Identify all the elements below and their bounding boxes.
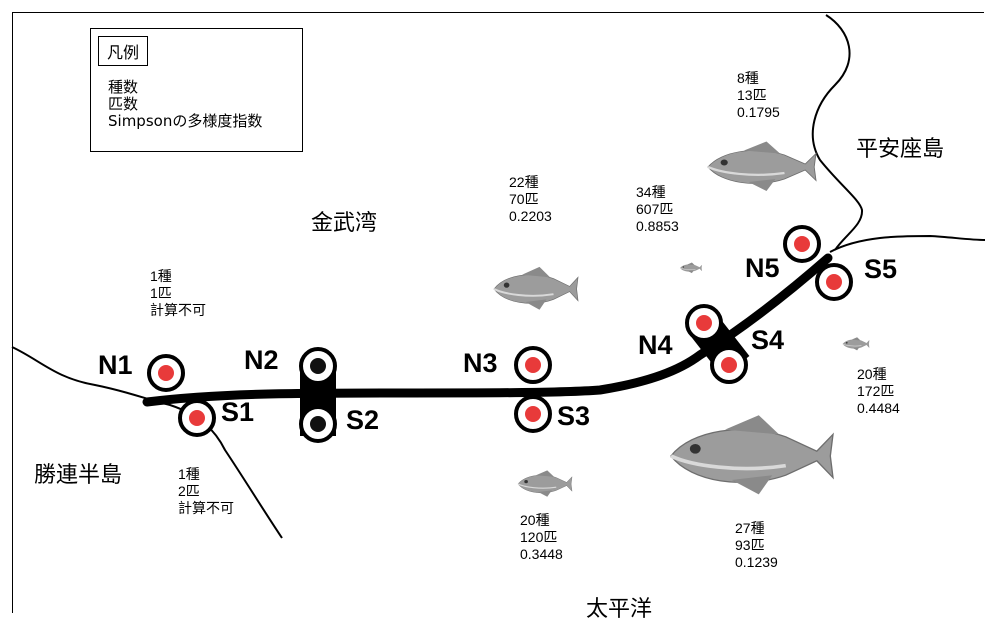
stat-n5-count: 13匹 bbox=[737, 87, 767, 103]
fish-illustration-s5 bbox=[842, 336, 870, 351]
stat-n1-count: 1匹 bbox=[150, 285, 172, 301]
fish-illustration-n4 bbox=[679, 262, 703, 274]
stat-s5: 20種 172匹 0.4484 bbox=[857, 366, 900, 417]
stat-n4-species: 34種 bbox=[636, 184, 666, 200]
station-label-s4: S4 bbox=[751, 325, 785, 355]
stat-n3-species: 22種 bbox=[509, 174, 539, 190]
stat-s3: 20種 120匹 0.3448 bbox=[520, 512, 563, 563]
stat-n3-count: 70匹 bbox=[509, 191, 539, 207]
station-marker-s2 bbox=[299, 405, 337, 443]
stat-n1: 1種 1匹 計算不可 bbox=[150, 268, 206, 319]
map-frame bbox=[12, 12, 984, 613]
station-marker-s4 bbox=[710, 346, 748, 384]
stat-n4-count: 607匹 bbox=[636, 201, 674, 217]
place-pacific: 太平洋 bbox=[586, 597, 653, 622]
stat-s4: 27種 93匹 0.1239 bbox=[735, 520, 778, 571]
legend-lines: 種数 匹数 Simpsonの多様度指数 bbox=[108, 79, 262, 130]
stat-n1-species: 1種 bbox=[150, 268, 172, 284]
stat-s5-index: 0.4484 bbox=[857, 400, 900, 416]
stat-n4-index: 0.8853 bbox=[636, 218, 679, 234]
stat-n1-index: 計算不可 bbox=[150, 302, 206, 318]
causeway-road bbox=[142, 253, 833, 407]
station-marker-n3 bbox=[514, 346, 552, 384]
heianza-coastline-east bbox=[829, 234, 985, 253]
stat-n5-species: 8種 bbox=[737, 70, 759, 86]
fish-illustration-s4 bbox=[671, 415, 833, 494]
station-marker-s3 bbox=[514, 395, 552, 433]
station-label-s3: S3 bbox=[557, 401, 591, 431]
station-label-s2: S2 bbox=[346, 405, 380, 435]
station-label-n5: N5 bbox=[745, 253, 780, 283]
legend-title: 凡例 bbox=[98, 36, 149, 66]
stat-n3-index: 0.2203 bbox=[509, 208, 552, 224]
stat-s1-index: 計算不可 bbox=[178, 500, 234, 516]
stat-s3-count: 120匹 bbox=[520, 529, 558, 545]
legend: 凡例 種数 匹数 Simpsonの多様度指数 bbox=[90, 28, 303, 152]
heianza-coastline bbox=[811, 14, 864, 251]
stat-n4: 34種 607匹 0.8853 bbox=[636, 184, 679, 235]
legend-line-species: 種数 bbox=[108, 78, 139, 96]
place-katsuren: 勝連半島 bbox=[34, 463, 123, 488]
station-marker-s1 bbox=[178, 399, 216, 437]
station-label-n4: N4 bbox=[638, 330, 673, 360]
stat-s1-count: 2匹 bbox=[178, 483, 200, 499]
stat-s5-count: 172匹 bbox=[857, 383, 895, 399]
stat-s3-index: 0.3448 bbox=[520, 546, 563, 562]
fish-illustration-n3 bbox=[492, 265, 580, 311]
station-marker-n1 bbox=[147, 354, 185, 392]
stat-n3: 22種 70匹 0.2203 bbox=[509, 174, 552, 225]
station-label-n3: N3 bbox=[463, 348, 498, 378]
stat-s1: 1種 2匹 計算不可 bbox=[178, 466, 234, 517]
place-kin-bay: 金武湾 bbox=[311, 211, 378, 236]
station-label-n1: N1 bbox=[98, 350, 133, 380]
stat-n5-index: 0.1795 bbox=[737, 104, 780, 120]
station-marker-n5 bbox=[783, 225, 821, 263]
stat-s3-species: 20種 bbox=[520, 512, 550, 528]
station-label-n2: N2 bbox=[244, 345, 279, 375]
station-marker-n2 bbox=[299, 347, 337, 385]
stat-s4-count: 93匹 bbox=[735, 537, 765, 553]
katsuren-coastline bbox=[11, 346, 283, 539]
legend-line-index: Simpsonの多様度指数 bbox=[108, 112, 263, 130]
station-marker-s5 bbox=[815, 263, 853, 301]
stat-s1-species: 1種 bbox=[178, 466, 200, 482]
station-label-s5: S5 bbox=[864, 254, 898, 284]
stat-s5-species: 20種 bbox=[857, 366, 887, 382]
station-marker-n4 bbox=[685, 304, 723, 342]
stat-s4-index: 0.1239 bbox=[735, 554, 778, 570]
station-label-s1: S1 bbox=[221, 397, 255, 427]
stat-s4-species: 27種 bbox=[735, 520, 765, 536]
legend-line-count: 匹数 bbox=[108, 95, 139, 113]
stat-n5: 8種 13匹 0.1795 bbox=[737, 70, 780, 121]
fish-illustration-n5 bbox=[706, 140, 818, 193]
fish-illustration-s3 bbox=[517, 469, 573, 498]
place-heianza: 平安座島 bbox=[856, 137, 945, 162]
